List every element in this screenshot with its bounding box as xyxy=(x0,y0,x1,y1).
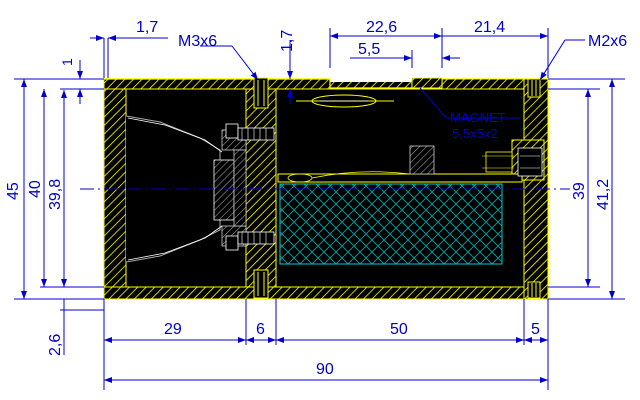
dim-seg-battery: 50 xyxy=(390,321,408,338)
label-magnet-title: MAGNET xyxy=(450,110,506,125)
circuit-board xyxy=(277,145,543,183)
screw-left-bottom xyxy=(253,269,269,299)
dim-top-left-gap: 1,7 xyxy=(136,19,158,36)
dim-screw-left: M3x6 xyxy=(178,33,217,50)
dim-seg-end: 5 xyxy=(531,321,540,338)
dim-length-total: 90 xyxy=(316,361,334,378)
dimension-texts: 1,7 M3x6 1,7 22,6 5,5 21,4 M2x6 1 45 40 … xyxy=(5,19,627,378)
speaker xyxy=(125,115,275,263)
screw-right-top xyxy=(527,78,541,98)
dim-right-outer: 41,2 xyxy=(595,179,612,210)
dimension-lines xyxy=(14,28,625,390)
screw-left-top xyxy=(253,77,269,109)
dim-height-inner2: 39,8 xyxy=(47,179,64,210)
dim-height-total: 45 xyxy=(5,182,22,200)
dim-screw-right: M2x6 xyxy=(588,33,627,50)
dim-seg-wall: 6 xyxy=(256,321,265,338)
dim-bottom-left: 2,6 xyxy=(47,334,64,356)
screw-right-bottom xyxy=(527,281,541,299)
reed-switch xyxy=(296,94,394,108)
dim-left-small: 1 xyxy=(59,58,75,66)
dim-magnet-slot: 22,6 xyxy=(366,19,397,36)
battery xyxy=(279,183,503,265)
dim-right-inner: 39 xyxy=(571,182,588,200)
dim-top-mid-gap: 1,7 xyxy=(279,30,296,52)
dim-right-top: 21,4 xyxy=(474,19,505,36)
dim-seg-speaker: 29 xyxy=(164,321,182,338)
dim-height-inner: 40 xyxy=(27,180,44,198)
label-magnet-size: 5,5x5x2 xyxy=(452,126,498,141)
dim-magnet-width: 5,5 xyxy=(358,41,380,58)
